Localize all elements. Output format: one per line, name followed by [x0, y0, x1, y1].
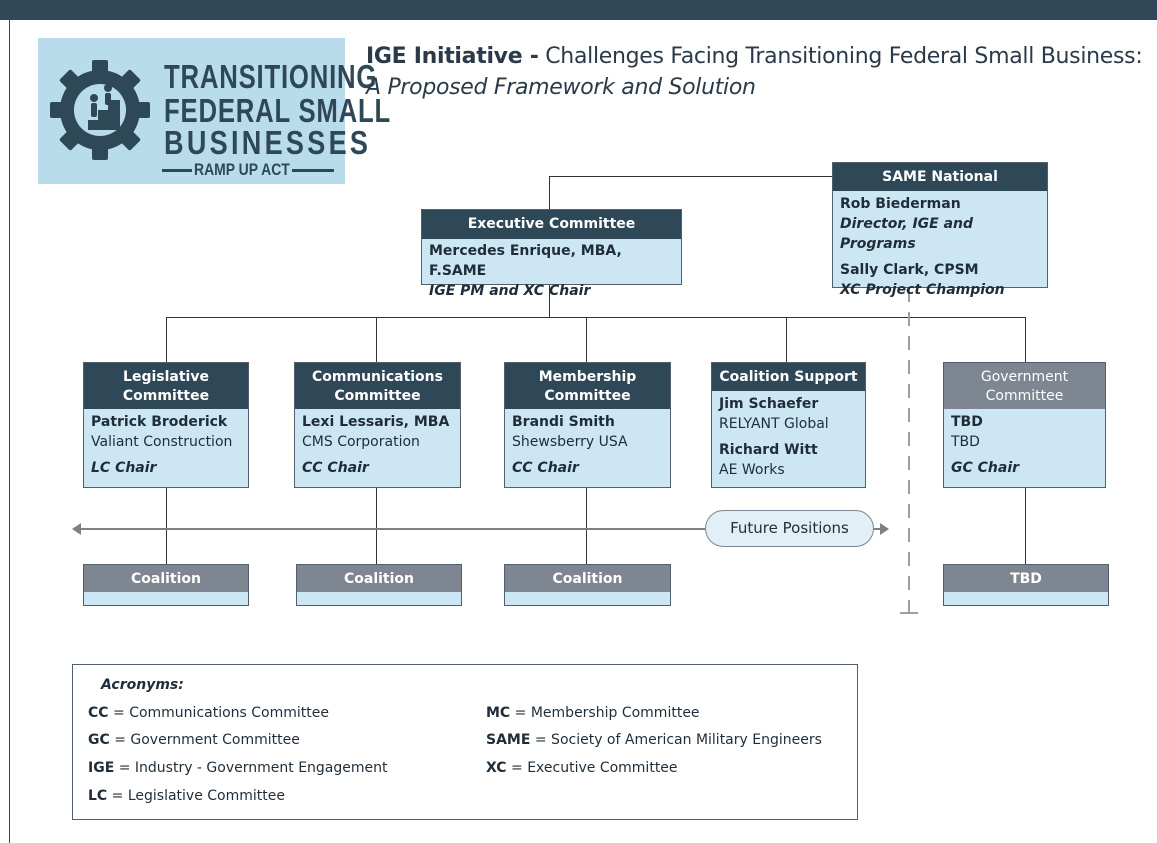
acronym-mc: MC = Membership Committee: [486, 705, 700, 721]
membership-coalition-box: Coalition: [504, 564, 671, 606]
legislative-chair-role: LC Chair: [91, 460, 157, 476]
legislative-chair-name: Patrick Broderick: [91, 414, 228, 430]
connector-same-exec-h: [549, 176, 833, 177]
arrow-left-icon: [72, 523, 81, 535]
communications-chair-org: CMS Corporation: [302, 434, 420, 450]
executive-committee-name: Mercedes Enrique, MBA, F.SAME: [429, 243, 622, 279]
connector-communications-coalition: [376, 487, 377, 565]
communications-committee-title: Communications Committee: [295, 363, 460, 409]
page-title-rest: Challenges Facing Transitioning Federal …: [538, 44, 1143, 69]
coalition-support-title: Coalition Support: [712, 363, 865, 391]
government-chair-name: TBD: [951, 414, 983, 430]
membership-committee-title: Membership Committee: [505, 363, 670, 409]
same-national-title: SAME National: [833, 163, 1047, 191]
communications-chair-role: CC Chair: [302, 460, 369, 476]
connector-exec-down: [549, 284, 550, 318]
connector-legislative-coalition: [166, 487, 167, 565]
logo-tagline-rule-right: [292, 169, 334, 172]
acronym-lc: LC = Legislative Committee: [88, 788, 285, 804]
connector-committees-h: [166, 317, 1026, 318]
connector-legislative: [166, 317, 167, 363]
future-positions-line: [80, 528, 880, 530]
coalition-support-org1: RELYANT Global: [719, 416, 829, 432]
membership-chair-org: Shewsberry USA: [512, 434, 628, 450]
communications-coalition-label: Coalition: [297, 565, 461, 592]
executive-committee-box: Executive Committee Mercedes Enrique, MB…: [421, 209, 682, 299]
communications-chair-name: Lexi Lessaris, MBA: [302, 414, 450, 430]
page-title: IGE Initiative - Challenges Facing Trans…: [366, 44, 1143, 69]
same-national-name1: Rob Biederman: [840, 196, 961, 212]
executive-committee-role: IGE PM and XC Chair: [429, 283, 591, 299]
connector-communications: [376, 317, 377, 363]
legislative-coalition-box: Coalition: [83, 564, 249, 606]
coalition-support-name2: Richard Witt: [719, 442, 818, 458]
logo-line-2: FEDERAL SMALL: [164, 92, 392, 129]
left-border-rule: [9, 20, 10, 843]
page-subtitle: A Proposed Framework and Solution: [366, 75, 756, 100]
same-national-role2: XC Project Champion: [840, 282, 1005, 298]
membership-committee-box: Membership Committee Brandi Smith Shewsb…: [504, 362, 671, 488]
communications-coalition-box: Coalition: [296, 564, 462, 606]
coalition-support-box: Coalition Support Jim Schaefer RELYANT G…: [711, 362, 866, 488]
membership-chair-role: CC Chair: [512, 460, 579, 476]
acronyms-heading: Acronyms:: [101, 677, 184, 693]
same-national-box: SAME National Rob Biederman Director, IG…: [832, 162, 1048, 298]
connector-government: [1025, 317, 1026, 363]
legislative-committee-box: Legislative Committee Patrick Broderick …: [83, 362, 249, 488]
future-positions-label: Future Positions: [705, 510, 874, 547]
dashed-separator-end: [900, 612, 918, 614]
dashed-separator: [908, 288, 910, 612]
legislative-chair-org: Valiant Construction: [91, 434, 233, 450]
logo-line-3: BUSINESSES: [164, 124, 372, 161]
government-chair-org: TBD: [951, 434, 980, 450]
page-title-bold: IGE Initiative -: [366, 44, 539, 69]
connector-coalition-support: [786, 317, 787, 363]
acronym-cc: CC = Communications Committee: [88, 705, 329, 721]
government-committee-box: Government Committee TBD TBD GC Chair: [943, 362, 1106, 488]
executive-committee-title: Executive Committee: [422, 210, 681, 239]
connector-membership-coalition: [586, 487, 587, 565]
same-national-name2: Sally Clark, CPSM: [840, 262, 979, 278]
legislative-committee-title: Legislative Committee: [84, 363, 248, 409]
logo-tagline: RAMP UP ACT: [194, 160, 290, 179]
ramp-up-act-logo: TRANSITIONING FEDERAL SMALL BUSINESSES R…: [38, 38, 390, 184]
logo-line-1: TRANSITIONING: [164, 58, 378, 95]
government-committee-title: Government Committee: [944, 363, 1105, 409]
membership-coalition-label: Coalition: [505, 565, 670, 592]
logo-tagline-group: RAMP UP ACT: [162, 160, 334, 180]
government-chair-role: GC Chair: [951, 460, 1020, 476]
government-tbd-label: TBD: [944, 565, 1108, 592]
gear-climber-icon: [50, 60, 150, 160]
legislative-coalition-label: Coalition: [84, 565, 248, 592]
coalition-support-org2: AE Works: [719, 462, 785, 478]
connector-government-tbd: [1025, 487, 1026, 565]
top-banner-bar: [0, 0, 1157, 20]
government-tbd-box: TBD: [943, 564, 1109, 606]
communications-committee-box: Communications Committee Lexi Lessaris, …: [294, 362, 461, 488]
acronym-ige: IGE = Industry - Government Engagement: [88, 760, 388, 776]
same-national-role1: Director, IGE and Programs: [840, 216, 974, 252]
membership-chair-name: Brandi Smith: [512, 414, 615, 430]
connector-membership: [586, 317, 587, 363]
acronyms-panel: Acronyms: CC = Communications Committee …: [72, 664, 858, 820]
connector-same-exec-v: [549, 176, 550, 210]
acronym-gc: GC = Government Committee: [88, 732, 300, 748]
acronym-same: SAME = Society of American Military Engi…: [486, 732, 822, 748]
acronym-xc: XC = Executive Committee: [486, 760, 678, 776]
logo-tagline-rule-left: [162, 169, 192, 172]
coalition-support-name1: Jim Schaefer: [719, 396, 819, 412]
arrow-right-icon: [880, 523, 889, 535]
